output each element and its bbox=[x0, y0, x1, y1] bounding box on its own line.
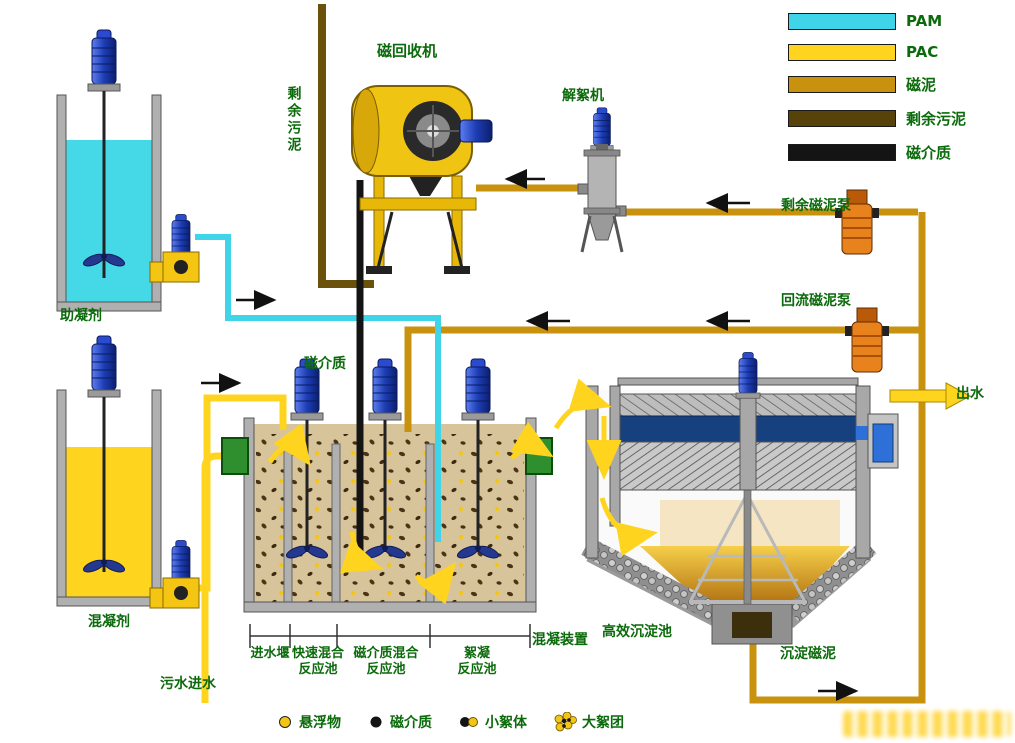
suspended-solids-icon bbox=[279, 716, 291, 728]
scraper-motor-icon bbox=[735, 352, 761, 399]
watermark bbox=[843, 711, 1011, 737]
pipe-network bbox=[195, 4, 926, 704]
particle-label: 悬浮物 bbox=[299, 715, 341, 731]
legend-row-magnetic-medium: 磁介质 bbox=[788, 142, 966, 163]
flow-arrows bbox=[267, 378, 658, 605]
magnetic-recovery-machine bbox=[351, 85, 493, 274]
label-sedimentation-tank: 高效沉淀池 bbox=[602, 624, 672, 640]
surplus-magnetic-sludge-pump-unit bbox=[835, 189, 879, 255]
legend-swatch-pam bbox=[788, 12, 896, 30]
legend-label-pac: PAC bbox=[906, 43, 939, 61]
particle-item-small-floc: 小絮体 bbox=[458, 712, 527, 732]
particle-item-suspended-solids: 悬浮物 bbox=[276, 712, 341, 732]
legend-swatch-pac bbox=[788, 43, 896, 61]
agitator-motor-icon bbox=[461, 358, 495, 421]
particle-label: 小絮体 bbox=[485, 715, 527, 731]
legend-label-surplus-sludge: 剩余污泥 bbox=[906, 110, 967, 128]
clarified-water-band bbox=[619, 415, 857, 443]
legend-label-pam: PAM bbox=[906, 12, 943, 30]
large-floc-icon bbox=[554, 712, 577, 732]
legend-row-magnetic-sludge: 磁泥 bbox=[788, 74, 966, 95]
inclined-plates bbox=[619, 441, 857, 491]
direction-arrows bbox=[201, 169, 859, 701]
agitator-motor-icon bbox=[87, 335, 121, 398]
particle-item-magnetic-medium: 磁介质 bbox=[367, 712, 432, 732]
effluent-chamber bbox=[872, 423, 894, 463]
compartment-bracket bbox=[249, 624, 531, 648]
pam-pipe bbox=[195, 234, 441, 542]
particle-label: 大絮团 bbox=[582, 715, 624, 731]
label-coagulation-unit: 混凝装置 bbox=[532, 632, 588, 648]
label-magnetic-medium-mixing-tank: 磁介质混合 反应池 bbox=[353, 646, 419, 678]
label-surplus-sludge-pipe: 剩余污泥 bbox=[285, 86, 302, 154]
return-sludge-pipe bbox=[404, 326, 853, 432]
sedimentation-tank bbox=[581, 352, 899, 645]
label-surplus-sludge-pump: 剩余磁泥泵 bbox=[781, 198, 851, 214]
legend-row-pam: PAM bbox=[788, 12, 966, 30]
legend-row-surplus-sludge: 剩余污泥 bbox=[788, 108, 966, 129]
label-effluent: 出水 bbox=[956, 386, 984, 402]
particle-legend: 悬浮物 磁介质 小絮体 大絮团 bbox=[276, 712, 624, 732]
label-magnetic-recovery-machine: 磁回收机 bbox=[377, 42, 438, 60]
label-deflocculator: 解絮机 bbox=[562, 88, 604, 104]
label-sewage-inlet: 污水进水 bbox=[160, 676, 216, 692]
particle-label: 磁介质 bbox=[390, 715, 432, 731]
coagulant-aid-tank bbox=[56, 29, 162, 312]
pam-dosing-pump bbox=[149, 214, 200, 283]
label-return-sludge-pump: 回流磁泥泵 bbox=[781, 293, 851, 309]
pac-pipe bbox=[195, 394, 287, 592]
pac-dosing-pump bbox=[149, 540, 200, 609]
effluent-arrow-icon bbox=[889, 382, 972, 410]
label-rapid-mixing-tank: 快速混合 反应池 bbox=[291, 646, 344, 678]
label-coagulant-aid-tank: 助凝剂 bbox=[60, 308, 102, 324]
legend-swatch-surplus-sludge bbox=[788, 110, 896, 127]
label-coagulant-tank: 混凝剂 bbox=[88, 614, 130, 630]
small-floc-icon bbox=[460, 717, 478, 727]
label-inlet-weir: 进水堰 bbox=[250, 646, 290, 661]
legend-swatch-magnetic-sludge bbox=[788, 76, 896, 93]
legend-swatch-magnetic-medium bbox=[788, 144, 896, 161]
return-magnetic-sludge-pump-unit bbox=[845, 307, 889, 373]
deflocculator-unit bbox=[577, 107, 627, 253]
magnetic-medium-icon bbox=[370, 716, 382, 728]
particle-item-large-floc: 大絮团 bbox=[553, 712, 624, 732]
legend-label-magnetic-medium: 磁介质 bbox=[906, 144, 952, 162]
legend: PAM PAC 磁泥 剩余污泥 磁介质 bbox=[788, 12, 966, 163]
legend-row-pac: PAC bbox=[788, 43, 966, 61]
label-flocculation-tank: 絮凝 反应池 bbox=[457, 646, 497, 678]
label-magnetic-medium-pipe: 磁介质 bbox=[304, 356, 346, 372]
label-settled-sludge: 沉淀磁泥 bbox=[780, 646, 836, 662]
drive-motor-icon bbox=[459, 119, 493, 143]
inlet-port bbox=[221, 437, 249, 475]
coagulant-tank bbox=[56, 335, 162, 607]
legend-label-magnetic-sludge: 磁泥 bbox=[906, 76, 937, 94]
outlet-port bbox=[525, 437, 553, 475]
agitator-motor-icon bbox=[368, 358, 402, 421]
agitator-motor-icon bbox=[87, 29, 121, 92]
